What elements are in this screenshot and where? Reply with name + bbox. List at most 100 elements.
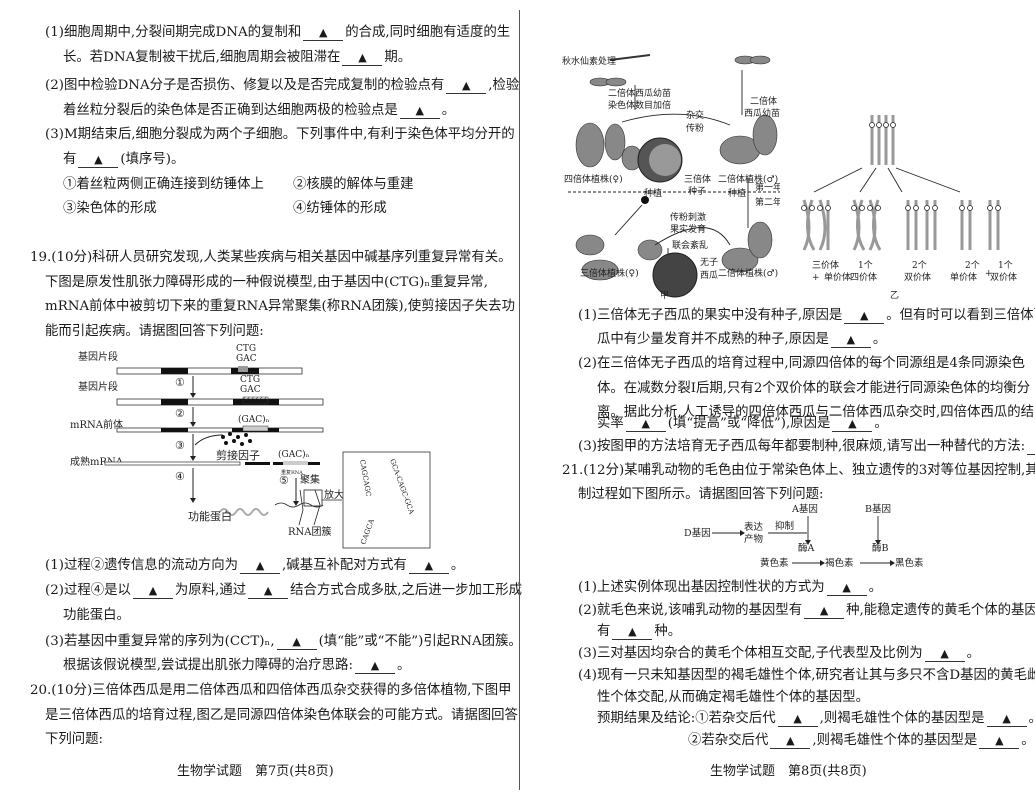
text-line: (3)按图甲的方法培育无子西瓜每年都要制种,很麻烦,请写出一种替代的方法:▲。 — [578, 438, 1035, 456]
text-segment: 瓜中有少量发育并不成熟的种子,原因是 — [597, 332, 829, 347]
d-gene-label: D基因 — [684, 527, 711, 539]
rna-cluster-label: RNA团簇 — [288, 525, 332, 538]
rna-cluster-drawing — [274, 489, 342, 526]
option-3: ③染色体的形成 — [63, 201, 157, 216]
text-segment: 根据该假说模型,尝试提出肌张力障碍的治疗思路: — [63, 658, 353, 673]
label: 单价体 — [824, 271, 851, 283]
text-line: (1)过程②遗传信息的流动方向为▲,碱基互补配对方式有▲。 — [45, 557, 464, 575]
text-segment: 为原料,通过 — [174, 583, 247, 598]
plant-drawings — [575, 54, 778, 281]
gac-label: GAC — [236, 354, 257, 364]
label: 三价体 — [812, 259, 839, 271]
text-segment: 下列问题: — [45, 732, 104, 747]
label: 传粉刺激 — [670, 211, 706, 223]
label: 四倍体植株(♀) — [564, 173, 623, 185]
option-2: ②核膜的解体与重建 — [293, 177, 414, 192]
answer-blank: ▲ — [826, 581, 867, 596]
text-line: (3)M期结束后,细胞分裂成为两个子细胞。下列事件中,有利于染色体平均分开的 — [45, 126, 515, 144]
gac-n-label-2: (GAC)ₙ — [278, 449, 310, 460]
label: 2个 — [965, 260, 980, 271]
label: 三倍体植株(♀) — [580, 267, 639, 279]
option-1: ①着丝粒两侧正确连接到纺锤体上 — [63, 177, 264, 192]
text-segment: (2)图中检验DNA分子是否损伤、修复以及是否完成复制的检验点有 — [45, 78, 445, 93]
text-segment: 。 — [1021, 733, 1035, 748]
answer-blank: ▲ — [986, 712, 1027, 727]
step-4: ④ — [175, 470, 185, 483]
text-segment: (填“提高”或“降低”),原因是 — [667, 416, 831, 431]
text-line: 下图是原发性肌张力障碍形成的一种假说模型,由于基因中(CTG)ₙ重复异常, — [45, 274, 488, 292]
text-line: 有▲种。 — [597, 623, 681, 641]
aggregate-label: 聚集 — [300, 473, 320, 486]
text-line: 制过程如下图所示。请据图回答下列问题: — [578, 486, 824, 504]
text-segment: 。 — [868, 580, 882, 595]
text-segment: 制过程如下图所示。请据图回答下列问题: — [578, 487, 824, 502]
answer-blank: ▲ — [408, 559, 449, 574]
label: 杂交 — [686, 109, 704, 121]
label-mrna-precursor: mRNA前体 — [70, 418, 123, 431]
enzyme-b-label: 酶B — [872, 542, 889, 554]
text-segment: 。 — [874, 416, 888, 431]
label: 联会紊乱 — [672, 239, 708, 251]
text-segment: (1)上述实例体现出基因控制性状的方式为 — [578, 580, 825, 595]
label: 双价体 — [990, 271, 1017, 283]
text-line: mRNA前体中被剪切下来的重复RNA异常聚集(称RNA团簇),使剪接因子失去功 — [45, 298, 515, 316]
text-segment: (3)M期结束后,细胞分裂成为两个子细胞。下列事件中,有利于染色体平均分开的 — [45, 127, 515, 142]
text-segment: 结合方式合成多肽,之后进一步加工形成 — [290, 583, 523, 598]
answer-blank: ▲ — [303, 26, 344, 41]
label: 二倍体植株(♂) — [718, 173, 778, 185]
answer-blank: ▲ — [276, 635, 317, 650]
gene-repeat-diagram: 基因片段 基因片段 mRNA前体 成熟mRNA CTG GAC CTG GAC … — [70, 344, 431, 549]
text-line: 瓜中有少量发育并不成熟的种子,原因是▲。 — [597, 331, 886, 349]
label: 三倍体 — [684, 173, 711, 185]
answer-blank: ▲ — [446, 79, 487, 94]
magnified-box — [342, 451, 431, 549]
label: 1个 — [858, 260, 873, 271]
colchicine-label: 秋水仙素处理 — [562, 55, 616, 67]
splicing-factor-dots — [221, 432, 252, 446]
text-segment: ,碱基互补配对方式有 — [282, 558, 407, 573]
text-segment: 预期结果及结论:①若杂交后代 — [597, 711, 776, 726]
magnify-label: 放大 — [324, 488, 344, 501]
text-line: (2)在三倍体无子西瓜的培育过程中,同源四倍体的每个同源组是4条同源染色 — [578, 355, 1025, 373]
text-segment: 期。 — [384, 50, 412, 65]
answer-blank: ▲ — [78, 153, 119, 168]
ctg-label-2: CTG — [240, 375, 260, 385]
text-segment: 功能蛋白。 — [63, 608, 130, 623]
chromosome-pairing-diagram: 三价体 + 单价体 1个 四价体 2个 双价体 2个 单价体 + 1个 双价体 … — [801, 115, 1017, 300]
text-segment: ②若杂交后代 — [688, 733, 769, 748]
text-line: (2)图中检验DNA分子是否损伤、修复以及是否完成复制的检验点有▲,检验 — [45, 77, 519, 95]
text-line: 性个体交配,从而确定褐毛雄性个体的基因型。 — [597, 689, 869, 707]
step-1: ① — [175, 376, 185, 389]
text-segment: 。 — [966, 646, 980, 661]
yellow-pigment: 黄色素 — [760, 557, 789, 569]
text-segment: 20.(10分)三倍体西瓜是用二倍体西瓜和四倍体西瓜杂交获得的多倍体植物,下图甲 — [30, 683, 512, 698]
text-segment: 体。在减数分裂Ⅰ后期,只有2个双价体的联会才能进行同源染色体的均衡分 — [597, 381, 1031, 396]
page-footer-left: 生物学试题 第7页(共8页) — [177, 764, 334, 779]
answer-blank: ▲ — [399, 104, 440, 119]
text-segment: 能而引起疾病。请据图回答下列问题: — [45, 324, 264, 339]
label: 果实发育 — [670, 223, 706, 235]
ctg-label: CTG — [236, 344, 256, 354]
text-line: 着丝粒分裂后的染色体是否正确到达细胞两极的检验点是▲。 — [63, 102, 455, 120]
text-line: (2)过程④是以▲为原料,通过▲结合方式合成多肽,之后进一步加工形成 — [45, 582, 522, 600]
answer-blank: ▲ — [354, 659, 395, 674]
answer-blank: ▲ — [832, 417, 873, 432]
label-gene-segment-2: 基因片段 — [78, 380, 118, 393]
text-segment: 实率 — [597, 416, 624, 431]
answer-blank: ▲ — [777, 712, 818, 727]
text-segment: 离。据此分析,人工诱导的四倍体西瓜与二倍体西瓜杂交时,四倍体西瓜的结 — [597, 405, 1035, 420]
text-line: (3)若基因中重复异常的序列为(CCT)ₙ,▲(填“能”或“不能”)引起RNA团… — [45, 633, 522, 651]
seedless-watermelon — [652, 252, 698, 298]
enzyme-a-label: 酶A — [798, 542, 815, 554]
text-line: 下列问题: — [45, 731, 103, 749]
black-pigment: 黑色素 — [895, 557, 924, 569]
label: + — [812, 273, 820, 283]
text-segment: (填序号)。 — [120, 152, 185, 167]
label: 二倍体植株(♂) — [718, 267, 778, 279]
text-segment: ,则褐毛雄性个体的基因型是 — [812, 733, 978, 748]
label: 无子 — [700, 257, 718, 268]
text-segment: 有 — [63, 152, 77, 167]
answer-blank: ▲ — [979, 734, 1020, 749]
text-segment: ,检验 — [488, 78, 520, 93]
text-segment: 着丝粒分裂后的染色体是否正确到达细胞两极的检验点是 — [63, 103, 398, 118]
